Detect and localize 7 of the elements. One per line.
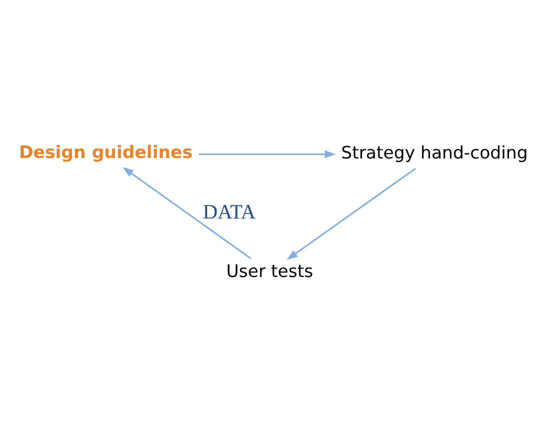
arrow bbox=[198, 150, 336, 158]
arrow bbox=[286, 168, 416, 260]
node-text: Design guidelines bbox=[19, 142, 192, 163]
edge-label: DATA bbox=[202, 201, 256, 224]
node-text: Strategy hand-coding bbox=[341, 144, 528, 164]
node-text: User tests bbox=[226, 262, 314, 282]
arrow bbox=[122, 167, 252, 260]
